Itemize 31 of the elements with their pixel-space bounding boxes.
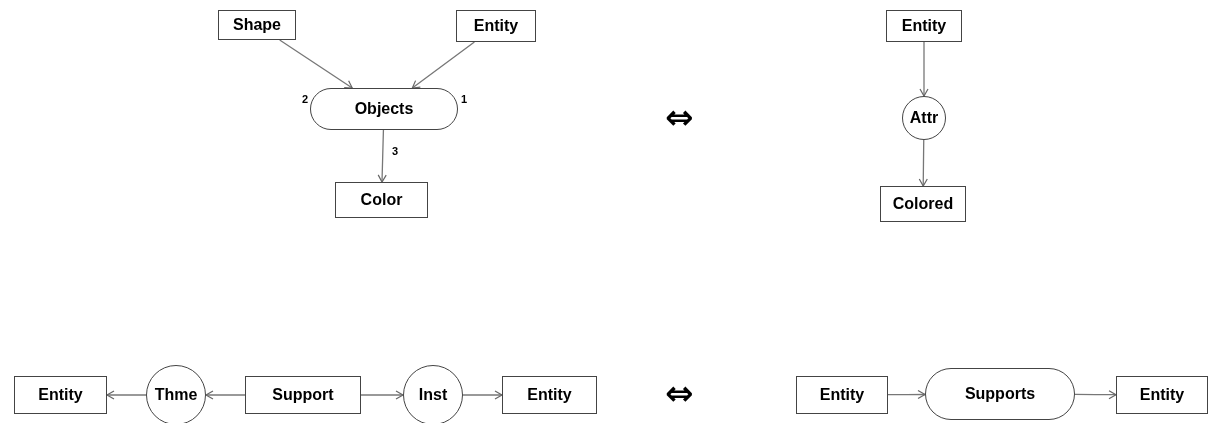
concept-box: Support (245, 376, 361, 414)
edge-label: 1 (461, 93, 468, 105)
edge-label: 3 (392, 145, 399, 157)
arrow (205, 390, 246, 400)
arrow (411, 41, 476, 89)
relation-circle: Attr (902, 96, 946, 140)
arrow (106, 390, 147, 400)
arrow (887, 389, 926, 400)
equivalence-symbol: ⇔ (665, 100, 694, 134)
concept-box: Shape (218, 10, 296, 40)
arrow (919, 41, 929, 97)
arrow (360, 390, 404, 400)
concept-box: Entity (456, 10, 536, 42)
concept-box: Entity (1116, 376, 1208, 414)
concept-box: Entity (886, 10, 962, 42)
relation-node: Supports (925, 368, 1075, 420)
concept-box: Entity (502, 376, 597, 414)
equivalence-symbol: ⇔ (665, 376, 694, 410)
relation-circle: Thme (146, 365, 206, 423)
arrow (918, 139, 928, 187)
concept-box: Color (335, 182, 428, 218)
concept-box: Entity (796, 376, 888, 414)
arrow (377, 129, 387, 183)
arrow (279, 39, 353, 89)
relation-node: Objects (310, 88, 458, 130)
arrow (462, 390, 503, 400)
concept-box: Colored (880, 186, 966, 222)
edge-label: 2 (302, 93, 309, 105)
arrow (1074, 390, 1117, 400)
concept-box: Entity (14, 376, 107, 414)
relation-circle: Inst (403, 365, 463, 423)
